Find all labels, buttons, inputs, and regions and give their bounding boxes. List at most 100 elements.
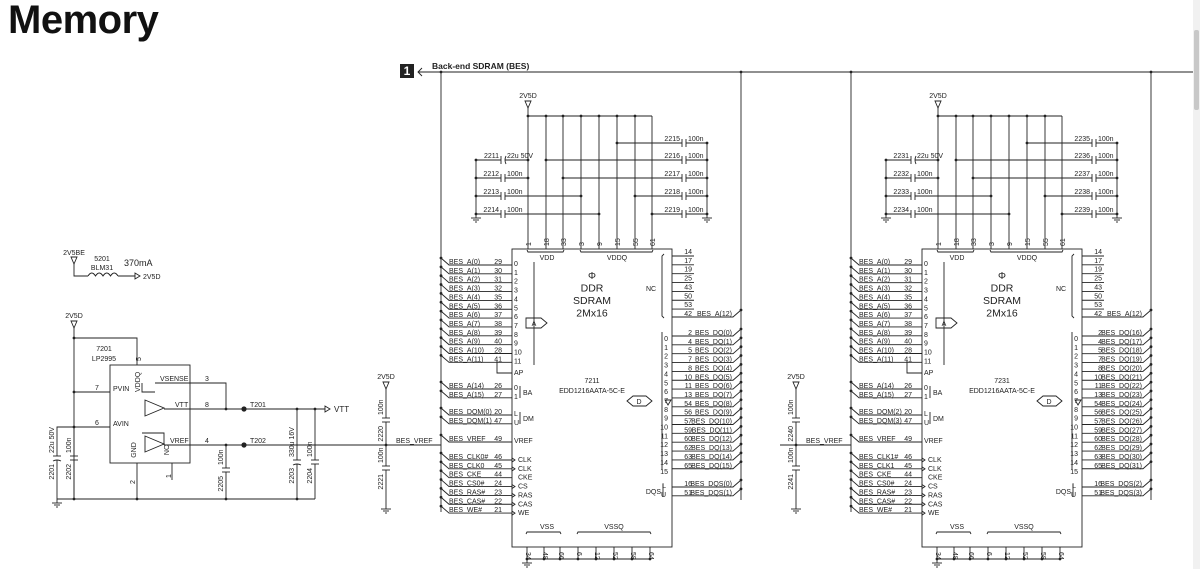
control-line-net: BES_RAS# xyxy=(449,489,485,496)
junction-dot xyxy=(739,327,743,331)
junction-dot xyxy=(739,371,743,375)
pin-index: 8 xyxy=(1074,407,1078,414)
pin-number: 25 xyxy=(1094,276,1102,283)
junction-dot xyxy=(1149,442,1153,446)
signal-wire xyxy=(672,337,742,346)
group-label: VDD xyxy=(540,255,555,262)
junction-dot xyxy=(439,336,443,340)
pin-number: 3 xyxy=(579,242,586,246)
pin-number: 50 xyxy=(1094,293,1102,300)
pin-number: 32 xyxy=(904,286,912,293)
scrollbar-thumb[interactable] xyxy=(1194,30,1199,110)
address-line-net: BES_A(1) xyxy=(859,268,890,275)
junction-dot xyxy=(1149,424,1153,428)
pin-number: 65 xyxy=(684,463,692,470)
chip-ref: 7211 xyxy=(584,378,599,385)
junction-dot xyxy=(971,114,975,118)
signal-wire xyxy=(850,470,922,479)
vref-net-label: BES_VREF xyxy=(396,438,433,445)
bank-line-net: BES_A(14) xyxy=(859,383,894,390)
signal-wire xyxy=(1082,443,1152,452)
address-line-net: BES_A(5) xyxy=(449,303,480,310)
dm-line-net: BES_DQM(3) xyxy=(859,418,902,425)
address-line-net: BES_A(0) xyxy=(449,259,480,266)
pin-number: 30 xyxy=(494,268,502,275)
group-bracket xyxy=(1071,253,1075,319)
pin-function: 1 xyxy=(514,270,518,277)
junction-dot xyxy=(849,504,853,508)
pin-number: 19 xyxy=(684,267,692,274)
junction-dot xyxy=(1007,212,1011,216)
junction-dot xyxy=(849,300,853,304)
data-line-net: BES_DQ(1) xyxy=(695,339,732,346)
pin-number: 21 xyxy=(904,507,912,514)
pin-number: 37 xyxy=(494,312,502,319)
dqs-line-net: BES_DQS(1) xyxy=(690,490,732,497)
pin-index: 12 xyxy=(660,442,668,449)
junction-dot xyxy=(1149,336,1153,340)
data-line-net: BES_DQ(30) xyxy=(1101,454,1142,461)
group-label: VDDQ xyxy=(1017,255,1038,262)
test-point-label: T202 xyxy=(250,438,266,445)
pin-number: 33 xyxy=(971,238,978,246)
pin-number: 66 xyxy=(967,552,974,560)
control-line-net: BES_CLK1 xyxy=(859,463,895,470)
input-arrow-icon xyxy=(511,466,516,472)
junction-dot xyxy=(849,327,853,331)
signal-wire xyxy=(850,488,922,496)
pin-index: 5 xyxy=(664,380,668,387)
signal-wire xyxy=(672,390,742,399)
pin-number: 62 xyxy=(684,445,692,452)
chip-title: 2Mx16 xyxy=(576,308,608,320)
signal-wire xyxy=(440,257,512,266)
supply-arrow-icon xyxy=(382,381,390,391)
junction-dot xyxy=(439,487,443,490)
signal-wire xyxy=(1082,381,1152,390)
control-line-net: BES_CLK0# xyxy=(449,454,488,461)
supply-arrow-icon xyxy=(70,256,78,266)
group-label: DQS xyxy=(1056,489,1072,496)
signal-wire xyxy=(850,452,922,461)
junction-dot xyxy=(439,460,443,464)
dm-line-net: BES_DQM(2) xyxy=(859,409,902,416)
junction-dot xyxy=(615,141,619,145)
pin-number: 2 xyxy=(688,330,692,337)
port-label: D xyxy=(636,399,641,406)
junction-dot xyxy=(439,265,443,269)
address-line-net: BES_A(4) xyxy=(449,294,480,301)
capacitor-ref: 2232 xyxy=(893,171,909,178)
pin-function: U xyxy=(661,492,666,499)
data-line-net: BES_DQ(9) xyxy=(695,410,732,417)
chip-part-number: EDD1216AATA-5C-E xyxy=(559,388,625,395)
vertical-scrollbar[interactable] xyxy=(1193,0,1200,569)
data-line-net: BES_DQ(24) xyxy=(1101,401,1142,408)
address-line-net: BES_A(1) xyxy=(449,268,480,275)
data-line-net: BES_DQ(12) xyxy=(691,436,732,443)
signal-wire xyxy=(850,284,922,292)
signal-wire xyxy=(850,381,922,390)
capacitor-ref: 2241 xyxy=(788,474,795,490)
pin-number: 4 xyxy=(205,438,209,445)
junction-dot xyxy=(849,70,853,74)
junction-dot xyxy=(936,176,940,180)
signal-wire xyxy=(440,416,512,425)
junction-dot xyxy=(849,265,853,269)
pin-number: 13 xyxy=(684,392,692,399)
junction-dot xyxy=(1149,363,1153,366)
junction-dot xyxy=(1149,416,1153,419)
junction-dot xyxy=(849,469,853,473)
pin-label: VDDQ xyxy=(135,371,142,392)
sheet-marker-box xyxy=(400,64,414,78)
signal-wire xyxy=(672,399,742,408)
pin-function: CKE xyxy=(518,475,533,482)
pin-number: 56 xyxy=(684,410,692,417)
port-arrow-icon xyxy=(134,272,141,280)
signal-wire xyxy=(850,337,922,346)
pin-number: 58 xyxy=(629,552,636,560)
capacitor-value: 22u 50V xyxy=(917,153,943,160)
chip-title: 2Mx16 xyxy=(986,308,1018,320)
capacitor-ref: 2236 xyxy=(1074,153,1090,160)
capacitor-icon xyxy=(914,155,917,165)
capacitor-ref: 2201 xyxy=(49,464,56,480)
junction-dot xyxy=(1060,212,1064,216)
